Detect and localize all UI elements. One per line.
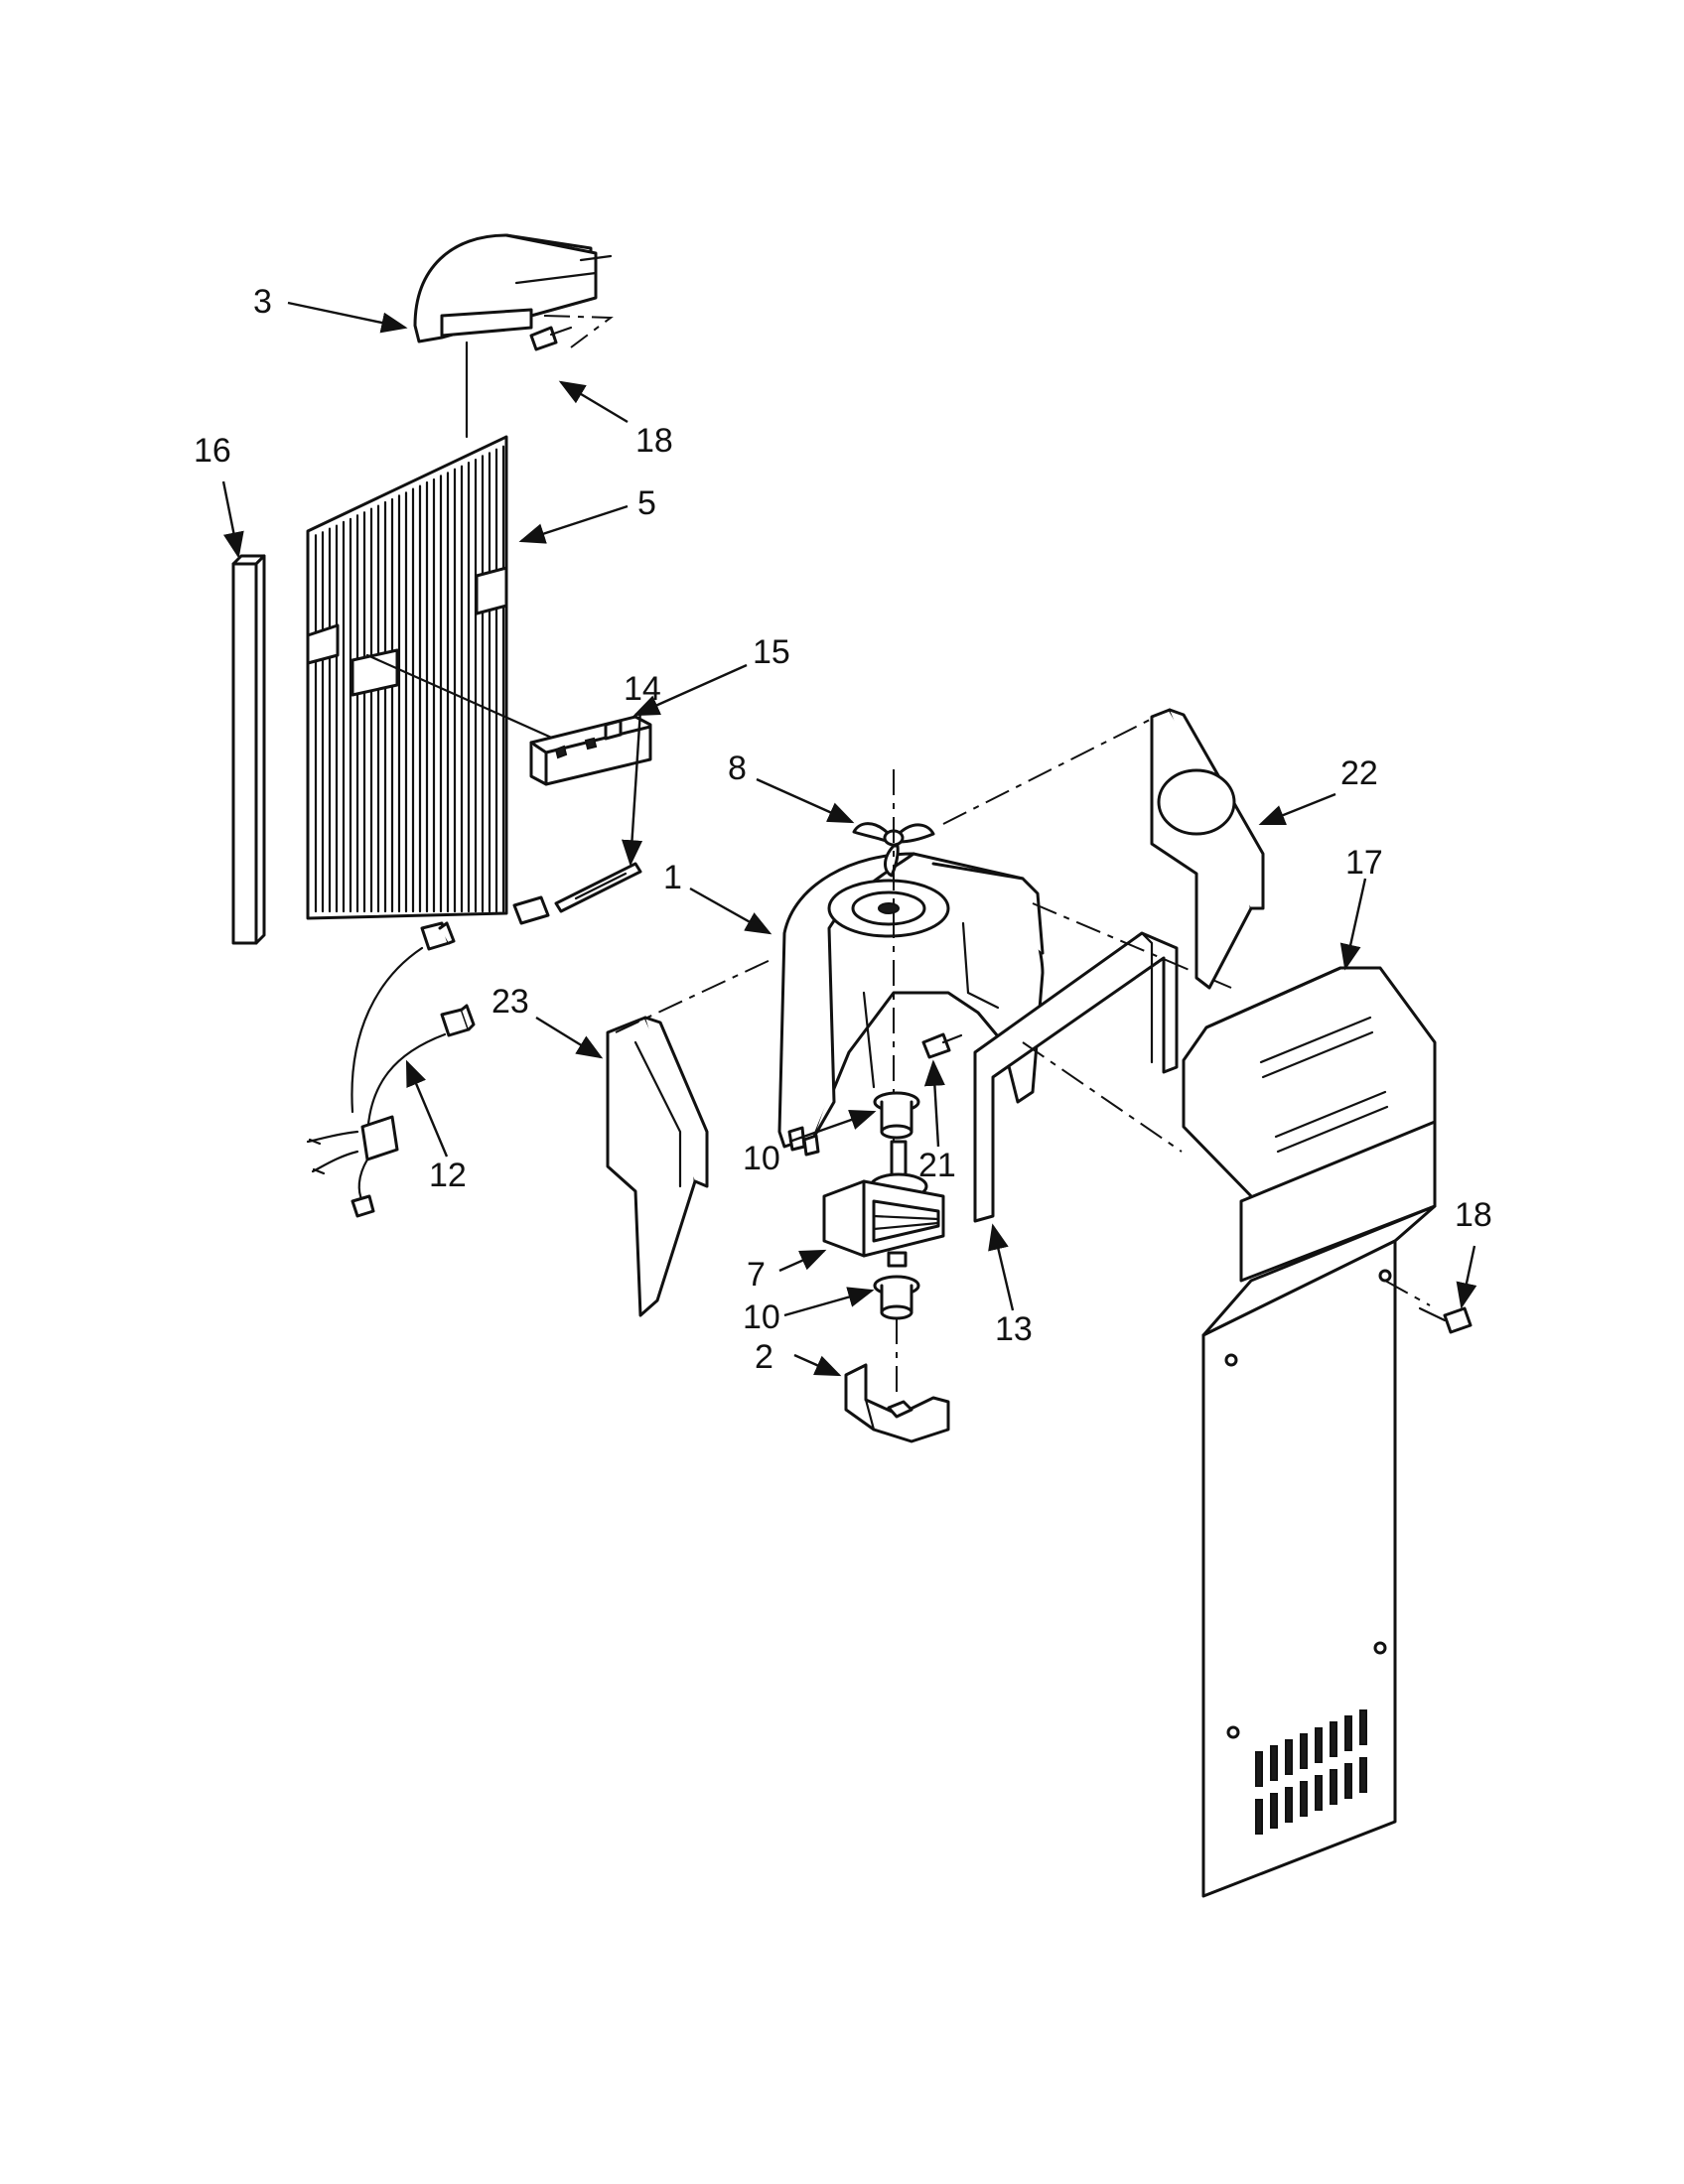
vent-slot xyxy=(1359,1709,1367,1745)
vent-slot xyxy=(1300,1733,1308,1769)
vent-slot xyxy=(1285,1787,1293,1823)
callout-7: 7 xyxy=(747,1256,766,1294)
callout-21: 21 xyxy=(918,1147,956,1184)
vent-slot xyxy=(1300,1781,1308,1817)
part-22-right-baffle xyxy=(1150,708,1265,990)
part-13-gasket xyxy=(973,931,1179,1223)
callout-3: 3 xyxy=(253,283,272,321)
part-21-screw xyxy=(921,1032,963,1059)
callout-15: 15 xyxy=(753,633,790,671)
vent-slot xyxy=(1330,1721,1337,1757)
part-12-wire-harness xyxy=(306,921,476,1218)
vent-slot xyxy=(1255,1751,1263,1787)
grille-bar xyxy=(494,445,505,913)
vent-slot xyxy=(1270,1745,1278,1781)
callout-10-lower: 10 xyxy=(743,1298,780,1336)
callout-8: 8 xyxy=(728,750,747,787)
assembly-line-3 xyxy=(543,315,614,348)
grille-bar xyxy=(314,531,325,913)
grille-bar xyxy=(481,452,491,913)
grille-bar xyxy=(467,458,478,913)
callout-23: 23 xyxy=(491,983,529,1021)
part-3-duct-cover xyxy=(413,233,613,343)
callout-5: 5 xyxy=(637,484,656,522)
part-15-thermostat-bracket xyxy=(529,715,652,786)
part-7-fan-motor xyxy=(822,1140,945,1268)
vent-slot xyxy=(1255,1799,1263,1835)
assembly-line-13-to-17 xyxy=(1022,1041,1183,1153)
grille-bar xyxy=(355,511,366,913)
assembly-line-5-to-15 xyxy=(365,653,558,742)
assembly-line-23-to-1 xyxy=(615,957,775,1033)
part-17-rear-panel xyxy=(1182,966,1437,1898)
part-8-fan-blade xyxy=(852,822,935,878)
grille-bar xyxy=(411,484,422,913)
grille-bar xyxy=(425,478,436,913)
callout-16: 16 xyxy=(194,432,231,470)
vent-slot xyxy=(1359,1757,1367,1793)
part-18-screw-top xyxy=(529,326,573,351)
vent-slot xyxy=(1270,1793,1278,1829)
vent-slot xyxy=(1285,1739,1293,1775)
vent-slot xyxy=(1315,1727,1323,1763)
callout-1: 1 xyxy=(663,859,682,896)
assembly-line-18-right xyxy=(1384,1280,1431,1306)
part-10-grommet-lower xyxy=(873,1275,920,1320)
grille-bar xyxy=(453,465,464,913)
vent-slot xyxy=(1315,1775,1323,1811)
leader-lines xyxy=(221,301,1477,1377)
grille-bar xyxy=(369,504,380,913)
callout-17: 17 xyxy=(1345,844,1383,882)
part-1-fan-shroud xyxy=(777,852,1045,1157)
grille-bar xyxy=(342,517,352,913)
grille-bars xyxy=(314,445,505,913)
callout-18-top: 18 xyxy=(635,422,673,460)
callout-2: 2 xyxy=(755,1338,773,1376)
vent-slot xyxy=(1344,1715,1352,1751)
vent-slot xyxy=(1344,1763,1352,1799)
vent-slots xyxy=(1255,1709,1367,1835)
callout-12: 12 xyxy=(429,1157,467,1194)
part-10-grommet-upper xyxy=(873,1091,920,1140)
part-23-left-baffle xyxy=(606,1016,709,1317)
part-2-motor-bracket xyxy=(844,1363,950,1443)
callout-10-upper: 10 xyxy=(743,1140,780,1177)
part-18-screw-right xyxy=(1418,1306,1473,1334)
callout-22: 22 xyxy=(1340,754,1378,792)
grille-bar xyxy=(328,524,339,913)
assembly-line-22 xyxy=(942,719,1151,825)
callout-18-right: 18 xyxy=(1455,1196,1492,1234)
callout-labels: 3 18 16 5 15 14 8 1 22 17 23 12 10 21 7 … xyxy=(194,283,1492,1376)
part-5-evaporator-grille xyxy=(306,435,508,920)
grille-bar xyxy=(397,491,408,913)
callout-13: 13 xyxy=(995,1310,1033,1348)
grille-bar xyxy=(383,497,394,913)
vent-slot xyxy=(1330,1769,1337,1805)
part-14-cable-tie xyxy=(512,862,642,925)
callout-14: 14 xyxy=(624,670,661,708)
part-16-seal-strip xyxy=(231,554,266,945)
